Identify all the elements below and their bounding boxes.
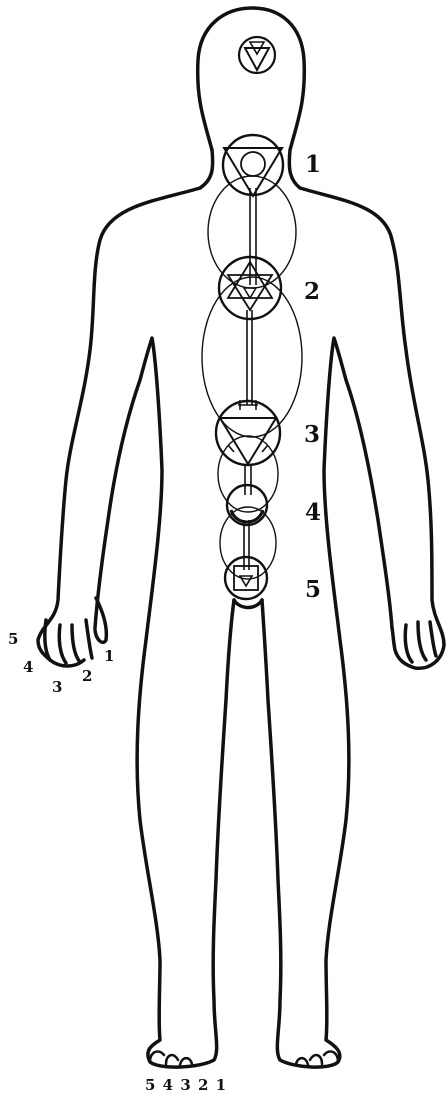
finger-label-5: 5 bbox=[8, 630, 18, 648]
label-center-5: 5 bbox=[305, 576, 321, 603]
triangle-icon bbox=[224, 148, 282, 196]
finger-label-4: 4 bbox=[23, 658, 33, 676]
label-center-1: 1 bbox=[305, 151, 321, 178]
finger-label-1: 1 bbox=[104, 647, 114, 665]
chakra-crown bbox=[239, 37, 275, 73]
right-arm-inner bbox=[262, 338, 392, 1067]
spine-channel bbox=[244, 188, 256, 570]
toe-labels: 5 4 3 2 1 bbox=[145, 1076, 227, 1094]
left-fingers bbox=[45, 620, 92, 663]
label-center-3: 3 bbox=[304, 421, 320, 448]
triangle-icon bbox=[245, 48, 269, 70]
left-toes bbox=[150, 1051, 192, 1065]
left-arm-inner bbox=[95, 338, 234, 1067]
right-arm-outer bbox=[300, 188, 444, 668]
crotch bbox=[234, 600, 262, 608]
left-arm-outer bbox=[38, 188, 200, 666]
neck-left bbox=[200, 150, 213, 188]
label-center-2: 2 bbox=[304, 278, 320, 305]
label-center-4: 4 bbox=[305, 499, 321, 526]
finger-label-3: 3 bbox=[52, 678, 62, 696]
right-fingers bbox=[405, 622, 436, 662]
right-toes bbox=[296, 1051, 338, 1065]
chakra-sacral bbox=[227, 485, 267, 525]
finger-label-2: 2 bbox=[82, 667, 92, 685]
chakra-root bbox=[225, 557, 267, 599]
chakra-throat bbox=[223, 135, 283, 196]
chakra-navel bbox=[216, 400, 280, 465]
